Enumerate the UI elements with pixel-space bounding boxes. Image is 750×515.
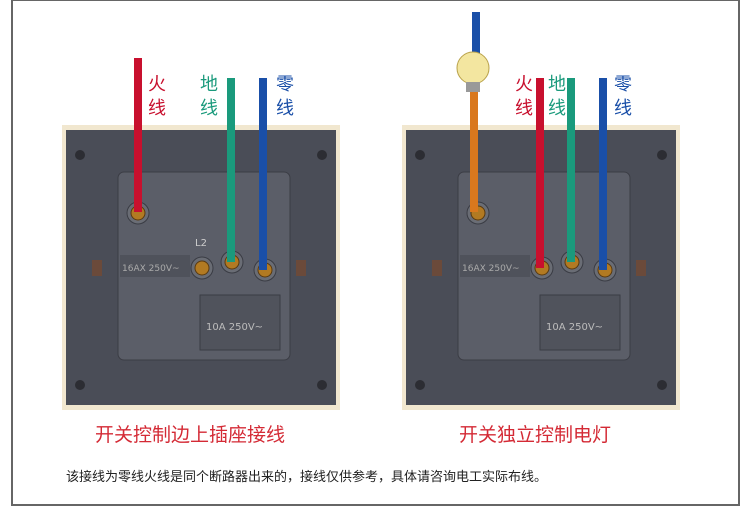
neutral-label: 零 — [276, 74, 294, 95]
socket-label-area — [199, 294, 281, 351]
mount-hole — [415, 380, 425, 390]
neutral-label: 线 — [614, 98, 632, 119]
mount-hole — [415, 150, 425, 160]
left-caption: 开关控制边上插座接线 — [94, 424, 285, 446]
socket-label-area — [539, 294, 621, 351]
earth-label: 线 — [200, 98, 218, 119]
outer-border — [11, 0, 740, 506]
socket-terminal-l-brass — [194, 260, 210, 276]
earth-label: 线 — [548, 98, 566, 119]
light-bulb-icon — [456, 51, 490, 85]
earth-wire — [227, 78, 235, 262]
switch-rating: 16AX 250V~ — [462, 264, 520, 274]
live-wire — [134, 58, 142, 212]
earth-label: 地 — [548, 74, 566, 95]
live-label: 火 — [515, 74, 533, 95]
right-caption: 开关独立控制电灯 — [458, 424, 611, 446]
earth-wire — [567, 78, 575, 262]
socket-rating: 10A 250V~ — [546, 322, 603, 333]
lamp-feed-wire — [472, 12, 480, 55]
mount-hole — [657, 380, 667, 390]
mount-hole — [75, 380, 85, 390]
switched-wire — [470, 92, 478, 212]
earth-label: 地 — [200, 74, 218, 95]
mount-hole — [657, 150, 667, 160]
footnote: 该接线为零线火线是同个断路器出来的，接线仅供参考，具体请咨询电工实际布线。 — [66, 470, 548, 485]
neutral-label: 零 — [614, 74, 632, 95]
neutral-wire — [259, 78, 267, 270]
rating-strip — [120, 255, 190, 277]
switch-rating: 16AX 250V~ — [122, 264, 180, 274]
mount-hole — [317, 380, 327, 390]
live-wire — [536, 78, 544, 268]
live-label: 线 — [148, 98, 166, 119]
socket-rating: 10A 250V~ — [206, 322, 263, 333]
rating-strip — [460, 255, 530, 277]
side-clip — [636, 260, 646, 276]
terminal-mark: L2 — [195, 238, 207, 249]
side-clip — [296, 260, 306, 276]
mount-hole — [317, 150, 327, 160]
side-clip — [432, 260, 442, 276]
neutral-label: 线 — [276, 98, 294, 119]
neutral-wire — [599, 78, 607, 270]
mount-hole — [75, 150, 85, 160]
bulb-base — [466, 82, 480, 92]
side-clip — [92, 260, 102, 276]
live-label: 线 — [515, 98, 533, 119]
live-label: 火 — [148, 74, 166, 95]
